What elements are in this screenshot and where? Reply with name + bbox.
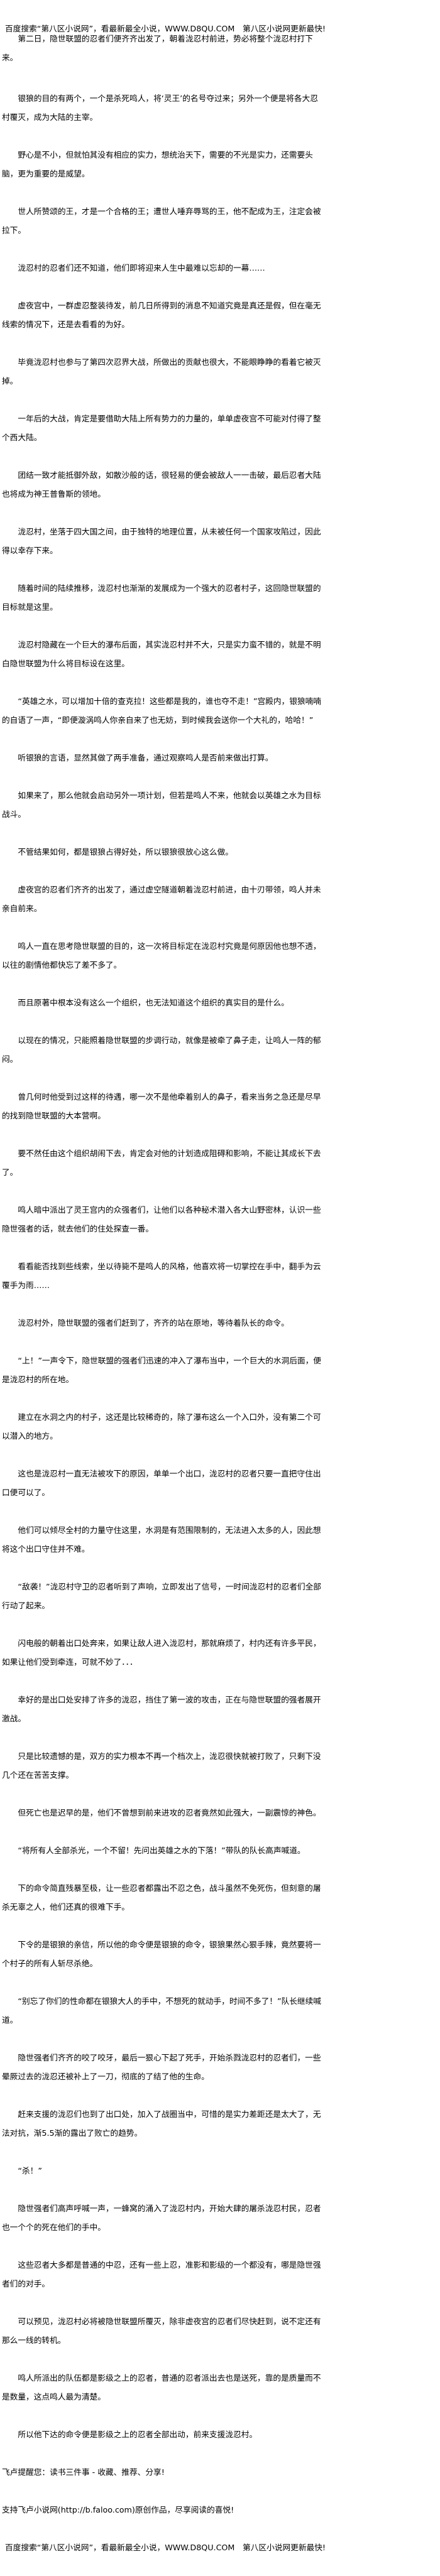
chapter-paragraph: 而且原著中根本没有这么一个组织，也无法知道这个组织的真实目的是什么。 <box>18 998 289 1007</box>
chapter-paragraph: 泷忍村隐藏在一个巨大的瀑布后面，其实泷忍村并不大，只是实力蛮不错的，就是不明白隐… <box>2 640 321 668</box>
chapter-paragraph: “敌袭！”泷忍村守卫的忍者听到了声响，立即发出了信号，一时间泷忍村的忍者们全部行… <box>2 1582 321 1610</box>
chapter-paragraph: 野心是不小，但就怕其没有相应的实力，想统治天下，需要的不光是实力，还需要头脑，更… <box>2 150 313 178</box>
chapter-body: 银狼的目的有两个，一个是杀死鸣人，将‘灵王’的名号夺过来；另外一个便是将各大忍村… <box>2 89 326 2576</box>
chapter-paragraph: “上！”一声令下，隐世联盟的强者们迅速的冲入了瀑布当中，一个巨大的水洞后面，便是… <box>2 1356 321 1384</box>
chapter-paragraph: 看看能否找到些线索，坐以待毙不是鸣人的风格，他喜欢将一切掌控在手中，翻手为云覆手… <box>2 1262 321 1290</box>
chapter-paragraph: 虚夜宫中，一群虚忍整装待发，前几日所得到的消息不知道究竟是真还是假，但在毫无线索… <box>2 301 321 329</box>
chapter-paragraph: 可以预见，泷忍村必将被隐世联盟所覆灭，除非虚夜宫的忍者们尽快赶到，说不定还有那么… <box>2 2317 321 2345</box>
chapter-paragraph: 虚夜宫的忍者们齐齐的出发了，通过虚空隧道朝着泷忍村前进，由十刃带领，鸣人并未亲自… <box>2 885 321 913</box>
chapter-paragraph: 要不然任由这个组织胡闹下去，肯定会对他的计划造成阻碍和影响，不能让其成长下去了。 <box>2 1149 321 1177</box>
chapter-paragraph: “别忘了你们的性命都在银狼大人的手中，不想死的就动手，时间不多了！”队长继续喊道… <box>2 1996 321 2025</box>
chapter-paragraph: “将所有人全部杀光，一个不留！先问出英雄之水的下落！”带队的队长高声喊道。 <box>18 1846 305 1855</box>
chapter-paragraph: 世人所赞颂的王，才是一个合格的王；遭世人唾弃辱骂的王，他不配成为王，注定会被拉下… <box>2 207 321 235</box>
chapter-paragraph: 泷忍村的忍者们还不知道，他们即将迎来人生中最难以忘却的一幕…… <box>18 263 265 273</box>
chapter-paragraph: 这也是泷忍村一直无法被攻下的原因，单单一个出口，泷忍村的忍者只要一直把守住出口便… <box>2 1469 321 1497</box>
chapter-paragraph: 银狼的目的有两个，一个是杀死鸣人，将‘灵王’的名号夺过来；另外一个便是将各大忍村… <box>2 94 318 122</box>
chapter-paragraph: 只是比较遗憾的是，双方的实力根本不再一个档次上，泷忍很快就被打败了，只剩下没几个… <box>2 1751 321 1780</box>
chapter-paragraph: 泷忍村外，隐世联盟的强者们赶到了，齐齐的站在原地，等待着队长的命令。 <box>18 1318 289 1328</box>
chapter-paragraph: 建立在水洞之内的村子，这还是比较稀奇的，除了瀑布这么一个入口外，没有第二个可以潜… <box>2 1412 321 1441</box>
chapter-paragraph: 不管结果如何，都是银狼占得好处，所以银狼很放心这么做。 <box>18 847 233 857</box>
chapter-paragraph: “杀！” <box>18 2166 42 2175</box>
chapter-paragraph: 这些忍者大多都是普通的中忍，还有一些上忍，准影和影级的一个都没有，哪是隐世强者们… <box>2 2260 321 2288</box>
chapter-paragraph: 隐世强者们高声呼喊一声，一蜂窝的涌入了泷忍村内，开始大肆的屠杀泷忍村民，忍者也一… <box>2 2204 321 2232</box>
chapter-paragraph: 随着时间的陆续推移，泷忍村也渐渐的发展成为一个强大的忍者村子，这回隐世联盟的目标… <box>2 583 321 612</box>
chapter-paragraph: 听银狼的言语，显然其做了两手准备，通过观察鸣人是否前来做出打算。 <box>18 753 273 762</box>
chapter-paragraph: 曾几何时他受到过这样的待遇，哪一次不是他牵着别人的鼻子，看来当务之急还是尽早的找… <box>2 1092 321 1120</box>
chapter-paragraph: 如果来了，那么他就会启动另外一项计划，但若是鸣人不来，他就会以英雄之水为目标战斗… <box>2 791 321 819</box>
faloo-support-link[interactable]: 支持飞卢小说网(http://b.faloo.com)原创作品，尽享阅读的喜悦! <box>2 2505 234 2514</box>
chapter-paragraph: 鸣人所派出的队伍都是影级之上的忍者，普通的忍者派出去也是送死，靠的是质量而不是数… <box>2 2373 321 2401</box>
chapter-paragraph: 赶来支援的泷忍们也到了出口处，加入了战圈当中，可惜的是实力差距还是太大了，无法对… <box>2 2109 321 2138</box>
chapter-paragraph: 泷忍村，坐落于四大国之间，由于独特的地理位置，从未被任何一个国家攻陷过，因此得以… <box>2 527 321 555</box>
chapter-paragraph: 团结一致才能抵御外敌，如散沙般的话，很轻易的便会被敌人一一击破，最后忍者大陆也将… <box>2 470 321 499</box>
chapter-paragraph: 毕竟泷忍村也参与了第四次忍界大战，所做出的贡献也很大，不能眼睁睁的看着它被灭掉。 <box>2 357 321 386</box>
chapter-paragraph: 闪电般的朝着出口处奔来，如果让敌人进入泷忍村，那就麻烦了，村内还有许多平民，如果… <box>2 1638 321 1667</box>
chapter-paragraph: “英雄之水，可以增加十倍的查克拉！这些都是我的，谁也夺不走！”宫殿内，银狼喃喃的… <box>2 696 321 725</box>
chapter-paragraph: 鸣人一直在思考隐世联盟的目的，这一次将目标定在泷忍村究竟是何原因他也想不透，以往… <box>2 941 321 970</box>
chapter-paragraph: 以现在的情况，只能照着隐世联盟的步调行动，就像是被牵了鼻子走，让鸣人一阵的郁闷。 <box>2 1036 321 1064</box>
paragraph-list: 银狼的目的有两个，一个是杀死鸣人，将‘灵王’的名号夺过来；另外一个便是将各大忍村… <box>2 89 322 2444</box>
chapter-paragraph: 鸣人暗中派出了灵王宫内的众强者们，让他们以各种秘术潜入各大山野密林，认识一些隐世… <box>2 1205 321 1233</box>
faloo-reminder: 飞卢提醒您：读书三件事 - 收藏、推荐、分享! <box>2 2467 165 2477</box>
chapter-paragraph: 一年后的大战，肯定是要借助大陆上所有势力的力量的，单单虚夜宫不可能对付得了整个西… <box>2 414 321 442</box>
chapter-paragraph: 下令的是银狼的亲信，所以他的命令便是银狼的命令，银狼果然心狠手辣，竟然要将一个村… <box>2 1940 321 1968</box>
site-banner-top: 百度搜索“第八区小说网”，看最新最全小说，WWW.D8QU.COM 第八区小说网… <box>5 24 326 33</box>
chapter-paragraph: 第二日，隐世联盟的忍者们便齐齐出发了，朝着泷忍村前进，势必将整个泷忍村打下来。 <box>2 34 313 62</box>
chapter-paragraph: 隐世强者们齐齐的咬了咬牙，最后一狠心下起了死手，开始杀戮泷忍村的忍者们，一些晕厥… <box>2 2053 321 2081</box>
site-banner-bottom: 百度搜索“第八区小说网”，看最新最全小说，WWW.D8QU.COM 第八区小说网… <box>5 2543 326 2552</box>
chapter-paragraph: 所以他下达的命令便是影级之上的忍者全部出动，前来支援泷忍村。 <box>18 2430 258 2439</box>
chapter-paragraph: 但死亡也是迟早的是，他们不曾想到前来进攻的忍者竟然如此强大，一副震惊的神色。 <box>18 1808 321 1817</box>
chapter-paragraph: 他们可以倾尽全村的力量守住这里，水洞是有范围限制的，无法进入太多的人，因此想将这… <box>2 1525 321 1554</box>
chapter-paragraph: 下的命令简直残暴至极，让一些忍者都露出不忍之色，战斗虽然不免死伤，但刻意的屠杀无… <box>2 1883 321 1912</box>
chapter-paragraph: 幸好的是出口处安排了许多的泷忍，挡住了第一波的攻击，正在与隐世联盟的强者展开激战… <box>2 1695 321 1723</box>
